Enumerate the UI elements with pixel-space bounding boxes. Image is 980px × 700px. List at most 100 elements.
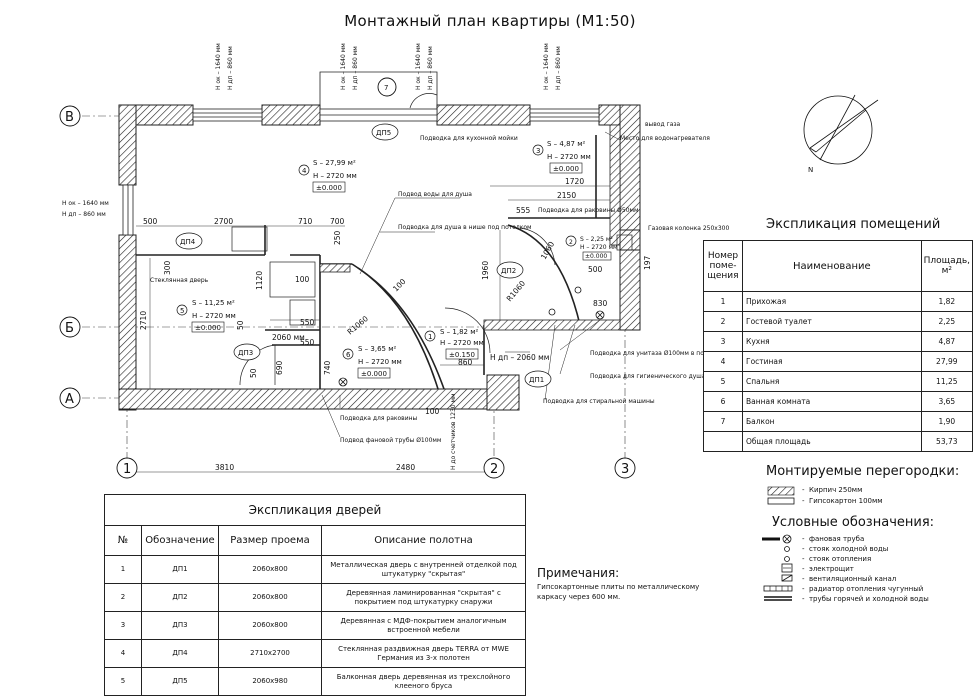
label-water-heater: Место для водонагревателя bbox=[620, 135, 710, 142]
symbol-cold-water: - стояк холодной воды bbox=[802, 545, 889, 553]
svg-text:ДП1: ДП1 bbox=[529, 376, 544, 384]
doors-header-num: № bbox=[104, 525, 142, 556]
svg-text:1: 1 bbox=[428, 333, 432, 341]
svg-text:4: 4 bbox=[302, 167, 307, 175]
riser-symbols bbox=[338, 286, 605, 387]
label-shower-water: Подвод воды для душа bbox=[398, 191, 472, 198]
svg-text:S – 3,65 м²: S – 3,65 м² bbox=[358, 345, 396, 353]
symbol-fan-pipe: - фановая труба bbox=[802, 535, 865, 543]
svg-text:±0.000: ±0.000 bbox=[585, 253, 607, 260]
svg-text:2700: 2700 bbox=[214, 217, 233, 226]
doors-table-caption: Экспликация дверей bbox=[104, 494, 526, 526]
dimension-lines bbox=[127, 185, 610, 473]
rooms-table-caption: Экспликация помещений bbox=[766, 217, 941, 232]
axis-label-b: В bbox=[65, 110, 74, 125]
label-fan-pipe: Подвод фановой трубы Ø100мм bbox=[340, 437, 441, 444]
axis-label-2: 2 bbox=[490, 462, 498, 477]
label-window-kitchen-h1: Н ок – 1640 мм bbox=[543, 43, 550, 90]
rooms-header-area: Площадь, м² bbox=[920, 240, 974, 292]
svg-text:Н – 2720 мм: Н – 2720 мм bbox=[313, 172, 357, 180]
svg-text:±0.000: ±0.000 bbox=[553, 165, 579, 173]
svg-text:6: 6 bbox=[346, 351, 351, 359]
svg-text:2710: 2710 bbox=[139, 311, 148, 330]
label-window-h1: Н ок – 1640 мм bbox=[62, 200, 109, 207]
svg-text:500: 500 bbox=[588, 265, 603, 274]
room-label-5: 5 S – 11,25 м² Н – 2720 мм ±0.000 bbox=[176, 299, 236, 333]
svg-text:197: 197 bbox=[643, 255, 652, 270]
svg-text:710: 710 bbox=[298, 217, 313, 226]
svg-text:2150: 2150 bbox=[557, 191, 576, 200]
svg-text:300: 300 bbox=[163, 260, 172, 275]
label-window-balcony2-h1: Н ок – 1640 мм bbox=[415, 43, 422, 90]
svg-text:Н – 2720 мм: Н – 2720 мм bbox=[547, 153, 591, 161]
partition-brick-label: - Кирпич 250мм bbox=[802, 486, 863, 494]
door-labels: ДП1 ДП2 ДП3 ДП4 ДП5 bbox=[175, 123, 552, 388]
rooms-header-name: Наименование bbox=[742, 240, 922, 292]
svg-text:740: 740 bbox=[323, 360, 332, 375]
label-washing-machine: Подводка для стиральной машины bbox=[543, 398, 655, 405]
svg-text:100: 100 bbox=[295, 275, 310, 284]
svg-text:2480: 2480 bbox=[396, 463, 415, 472]
partition-swatches bbox=[767, 486, 795, 505]
svg-text:Н дп – 2060 мм: Н дп – 2060 мм bbox=[490, 353, 549, 362]
svg-text:S – 11,25 м²: S – 11,25 м² bbox=[192, 299, 235, 307]
svg-text:S – 1,82 м²: S – 1,82 м² bbox=[440, 328, 478, 336]
svg-text:100: 100 bbox=[391, 277, 408, 294]
svg-text:550: 550 bbox=[300, 318, 315, 327]
svg-text:500: 500 bbox=[143, 217, 158, 226]
label-gas-outlet: вывод газа bbox=[645, 121, 681, 128]
symbol-heating: - стояк отопления bbox=[802, 555, 872, 563]
symbol-swatches bbox=[762, 534, 793, 601]
svg-text:±0.000: ±0.000 bbox=[316, 184, 342, 192]
svg-text:±0.150: ±0.150 bbox=[449, 351, 475, 359]
fixtures bbox=[231, 226, 633, 326]
svg-text:R1060: R1060 bbox=[505, 279, 528, 304]
rooms-header-number: Номер поме-щения bbox=[703, 240, 743, 292]
plan-annotations: Подводка для кухонной мойки Место для во… bbox=[62, 43, 784, 470]
label-window-top-h1: Н ок – 1640 мм bbox=[215, 43, 222, 90]
axis-markers bbox=[59, 77, 636, 479]
page-title: Монтажный план квартиры (М1:50) bbox=[344, 12, 636, 30]
symbol-electric-panel: - электрощит bbox=[802, 565, 854, 573]
symbols-caption: Условные обозначения: bbox=[772, 515, 935, 530]
rooms-table: Номер поме-щения Наименование Площадь, м… bbox=[703, 240, 974, 452]
label-window-balcony2-h2: Н дп – 860 мм bbox=[427, 46, 434, 90]
label-window-h2: Н дп – 860 мм bbox=[62, 211, 106, 218]
svg-text:3810: 3810 bbox=[215, 463, 234, 472]
svg-text:555: 555 bbox=[516, 206, 531, 215]
doors-header-mark: Обозначение bbox=[141, 525, 219, 556]
doors-table: Экспликация дверей № Обозначение Размер … bbox=[104, 494, 526, 696]
leader-lines bbox=[321, 131, 621, 438]
label-sink-d50: Подводка для раковины Ø50мм bbox=[538, 207, 639, 214]
axis-label-3: 3 bbox=[621, 462, 629, 477]
axis-label-1: 1 bbox=[123, 462, 131, 477]
label-glass-door: Стеклянная дверь bbox=[150, 277, 209, 284]
svg-text:690: 690 bbox=[275, 360, 284, 375]
svg-text:700: 700 bbox=[330, 217, 345, 226]
svg-text:3: 3 bbox=[536, 147, 540, 155]
svg-text:S – 2,25 м²: S – 2,25 м² bbox=[580, 236, 613, 243]
label-shower-niche: Подводка для душа в нише под потолком bbox=[398, 224, 532, 231]
svg-text:550: 550 bbox=[300, 338, 315, 347]
notes-title: Примечания: bbox=[537, 566, 620, 580]
svg-text:±0.000: ±0.000 bbox=[361, 370, 387, 378]
axis-label-a: А bbox=[65, 392, 74, 407]
notes-text: Гипсокартонные плиты по металлическому к… bbox=[537, 583, 700, 601]
partition-gypsum-label: - Гипсокартон 100мм bbox=[802, 497, 883, 505]
compass bbox=[803, 94, 879, 165]
label-gas-column: Газовая колонка 250х300 bbox=[648, 225, 729, 232]
svg-text:1720: 1720 bbox=[565, 177, 584, 186]
svg-text:ДП4: ДП4 bbox=[180, 238, 196, 246]
svg-text:±0.000: ±0.000 bbox=[195, 324, 221, 332]
